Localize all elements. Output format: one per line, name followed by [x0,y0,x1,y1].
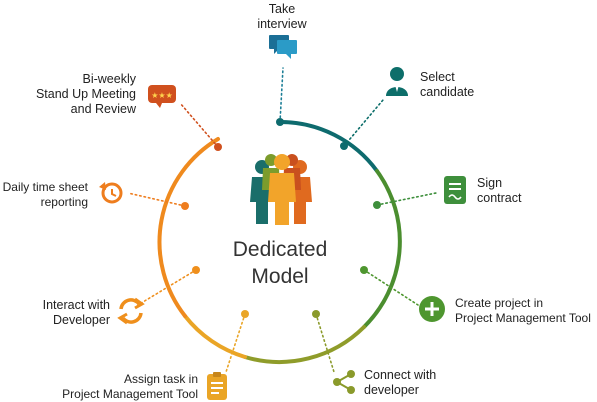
label-line: interview [257,17,307,31]
share-icon [333,370,355,394]
label-line: Take [268,2,296,16]
clock-history-icon [99,182,123,204]
center-title-line: Model [251,265,309,288]
label-line: and Review [70,102,136,116]
connector-connect-developer [315,313,335,373]
connector-assign-task [225,313,246,373]
label-line: candidate [420,85,475,99]
label-sign-contract: Sign contract [477,176,521,206]
ring-node-connect-developer [312,310,320,318]
connector-create-project [363,269,419,306]
ring-arc-green [362,169,402,329]
contract-document-icon [444,176,466,204]
refresh-arrows-icon [117,297,145,325]
ring-arc-teal [278,119,379,173]
team-people-icon [250,154,312,225]
ring-node-standup-meeting [214,143,222,151]
label-line: Interact with [42,298,110,312]
connector-daily-timesheet [127,192,186,207]
ring-arc-olive [243,325,366,365]
label-line: Developer [53,313,110,327]
center-title-line: Dedicated [232,238,328,261]
label-line: Daily time sheet [2,180,88,194]
label-daily-timesheet: Daily time sheet reporting [0,180,88,210]
person-figure [268,154,296,225]
ring-node-select-candidate [340,142,348,150]
label-line: Connect with [364,368,437,382]
connector-take-interview [279,67,284,123]
label-line: Project Management Tool [62,387,198,401]
svg-text:★★★: ★★★ [151,91,173,100]
label-line: Sign [477,176,503,190]
clipboard-icon [207,372,227,400]
label-line: Project Management Tool [455,311,591,325]
label-assign-task: Assign task in Project Management Tool [30,372,198,402]
connector-interact-developer [137,269,197,306]
ring-node-assign-task [241,310,249,318]
label-line: Assign task in [123,372,198,386]
label-take-interview: Take interview [242,2,322,32]
label-line: reporting [40,195,88,209]
plus-circle-icon [419,296,445,322]
label-select-candidate: Select candidate [420,70,474,100]
label-connect-developer: Connect with developer [364,368,436,398]
ring-node-interact-developer [192,266,200,274]
connector-sign-contract [376,192,437,206]
label-line: developer [364,383,419,397]
label-line: Create project in [455,296,544,310]
label-line: contract [477,191,522,205]
ring-node-take-interview [276,118,284,126]
person-icon [386,67,408,96]
center-title: Dedicated Model [215,236,345,290]
connector-standup-meeting [179,102,219,148]
ring-node-sign-contract [373,201,381,209]
ring-node-daily-timesheet [181,202,189,210]
ring-node-create-project [360,266,368,274]
ring-arc-orange [157,137,220,318]
label-line: Select [420,70,455,84]
label-line: Stand Up Meeting [35,87,136,101]
label-standup-meeting: Bi-weekly Stand Up Meeting and Review [20,72,136,117]
label-create-project: Create project in Project Management Too… [455,296,591,326]
label-interact-developer: Interact with Developer [10,298,110,328]
chat-bubbles-icon [269,35,297,59]
rating-stars-icon: ★★★ [148,85,176,108]
label-line: Bi-weekly [82,72,137,86]
connector-select-candidate [343,99,384,147]
ring-arc-yellow [183,314,247,359]
